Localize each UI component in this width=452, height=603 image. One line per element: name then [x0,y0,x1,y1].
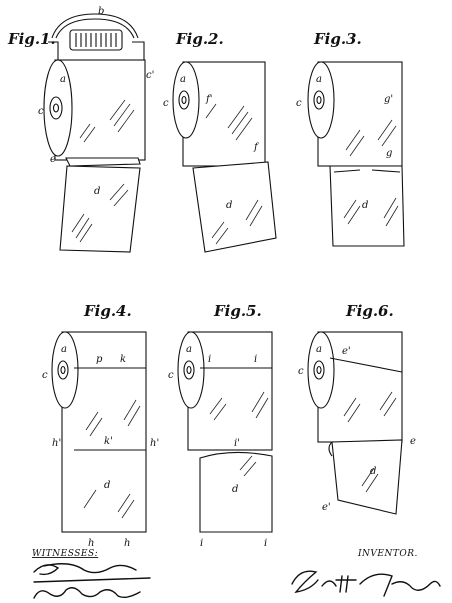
witnesses-label: WITNESSES: [32,549,98,559]
figure-4-label-p: p [96,354,103,365]
figure-1-title: Fig.1. [7,30,56,48]
figure-4-label-k-prime: k' [104,436,113,447]
figure-2-label-f: f [253,142,260,153]
figure-1-label-c-prime: c' [146,70,154,81]
figure-2-label-f-prime: f' [205,94,212,105]
witness-signature-1 [33,563,151,583]
figure-1-holder-bracket [48,13,145,60]
figure-2-label-d: d [226,200,232,211]
figure-4-title: Fig.4. [83,302,132,320]
figure-5-label-i-left: i [208,354,211,365]
footer: WITNESSES: INVENTOR. [32,549,441,599]
figure-6-title: Fig.6. [345,302,394,320]
figure-4-label-a: a [61,344,67,355]
figure-6-label-e-prime-top: e' [342,346,351,357]
figure-5-label-i-bottom-left: i [200,538,203,549]
figure-4-label-h-prime-right: h' [150,438,159,449]
figure-6-label-e: e [410,436,416,447]
figure-1-label-a: a [60,74,66,85]
figure-1-hanging-sheet [59,165,141,253]
figure-5: Fig.5. a c i i i' d i i [168,302,273,549]
figure-6-label-c: c [298,366,304,377]
figure-1-label-c: c [38,106,44,117]
figure-4: Fig.4. a c p k h' k' h' d h h [42,302,159,549]
figure-5-label-d: d [232,484,238,495]
figure-2-label-a: a [180,74,186,85]
figure-6-label-d: d [370,466,376,477]
figure-5-hanging-sheet [199,451,273,533]
figure-2-hanging-sheet [192,161,277,253]
inventor-label: INVENTOR. [357,549,418,559]
figure-6: Fig.6. a c e' e d e' [298,302,416,515]
figure-3-label-a: a [316,74,322,85]
figure-4-label-h-right: h [124,538,130,549]
figure-3-title: Fig.3. [313,30,362,48]
figure-5-label-c: c [168,370,174,381]
figure-5-label-i-bottom-right: i [264,538,267,549]
witness-signature-2 [33,587,141,599]
figure-3: Fig.3. a c g' g d [296,30,405,247]
figure-6-hanging-sheet [331,439,403,515]
figure-4-label-c: c [42,370,48,381]
figure-3-label-g: g [386,148,392,159]
figure-6-label-e-prime-bottom: e' [322,502,331,513]
figure-5-title: Fig.5. [213,302,262,320]
figure-3-label-d: d [362,200,368,211]
figure-5-label-a: a [186,344,192,355]
figure-4-label-k: k [120,354,126,365]
figure-2-label-c: c [163,98,169,109]
figure-1-label-b: b [98,6,104,17]
figure-1-label-e: e [50,154,56,165]
figure-4-label-h-left: h [88,538,94,549]
figure-5-label-i-prime: i' [234,438,240,449]
figure-2-title: Fig.2. [175,30,224,48]
figure-1: Fig.1. [7,6,154,253]
figure-5-label-i-right: i [254,354,257,365]
figure-4-label-h-prime-left: h' [52,438,61,449]
figure-6-label-a: a [316,344,322,355]
figure-4-label-d: d [104,480,110,491]
figure-2: Fig.2. a c f' f d [163,30,277,253]
inventor-signature [291,570,441,597]
figure-1-label-d: d [94,186,100,197]
figure-3-label-c: c [296,98,302,109]
figure-3-label-g-prime: g' [384,94,393,105]
